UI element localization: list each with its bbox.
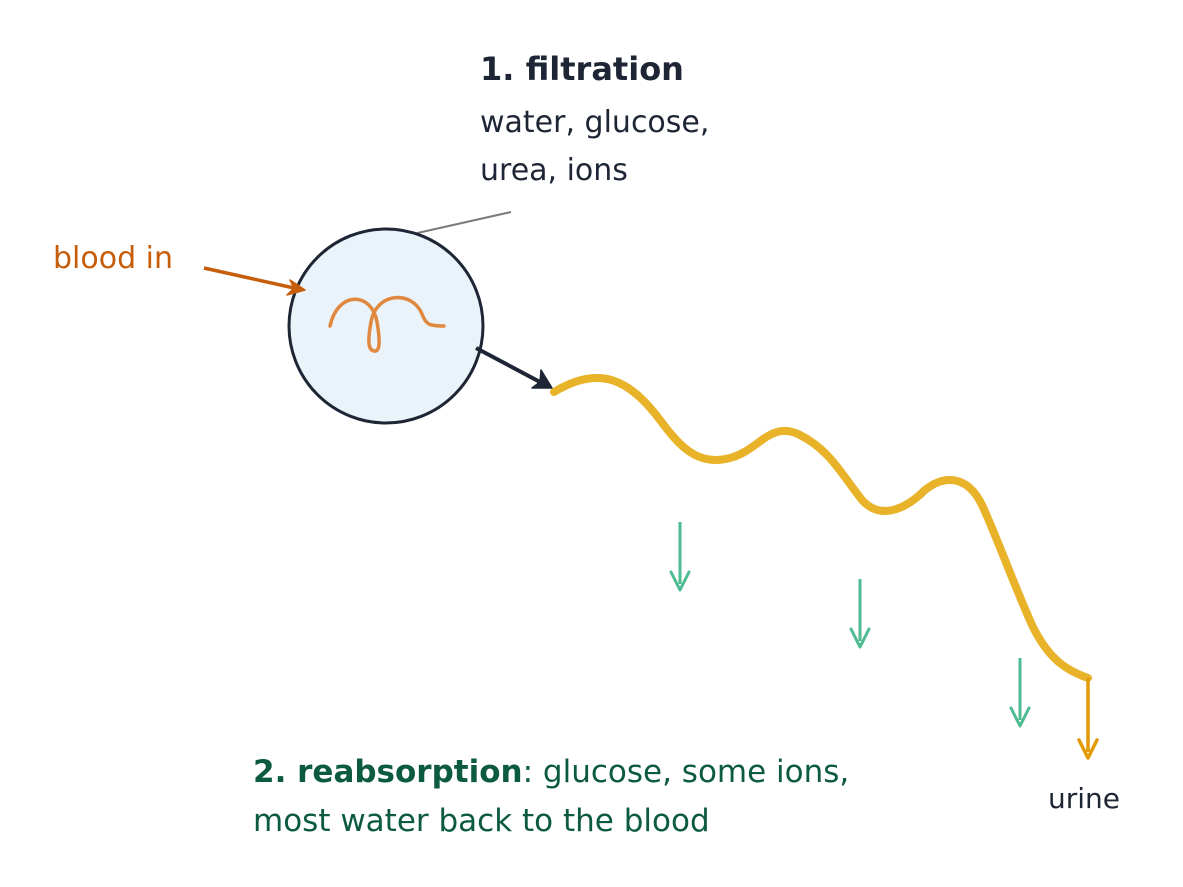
- reabsorption-caption-line-2: most water back to the blood: [253, 803, 710, 839]
- reabsorption-arrow-1: [669, 522, 691, 592]
- reabsorption-substances: : glucose, some ions,: [522, 754, 850, 790]
- urine-arrow: [1077, 678, 1099, 760]
- blood-in-arrow: [203, 266, 306, 296]
- filtration-substances: water, glucose, urea, ions: [480, 99, 740, 195]
- reabsorption-title: 2. reabsorption: [253, 754, 523, 790]
- filtration-substances-line-1: water, glucose,: [480, 105, 710, 140]
- tubule: [550, 373, 1092, 682]
- filtration-leader-line: [412, 211, 512, 235]
- urine-label: urine: [1048, 782, 1121, 815]
- filtration-substances-line-2: urea, ions: [480, 153, 628, 188]
- reabsorption-caption-line-1: 2. reabsorption: glucose, some ions,: [253, 748, 849, 796]
- reabsorption-arrow-2: [849, 579, 871, 649]
- reabsorption-arrow-3: [1009, 658, 1031, 728]
- filtrate-flow-arrow: [475, 346, 553, 389]
- filtration-title: 1. filtration: [480, 50, 684, 88]
- blood-in-label: blood in: [53, 241, 174, 276]
- glomerulus-capillary-loop-icon: [328, 296, 446, 353]
- glomerulus-capsule: [287, 227, 485, 425]
